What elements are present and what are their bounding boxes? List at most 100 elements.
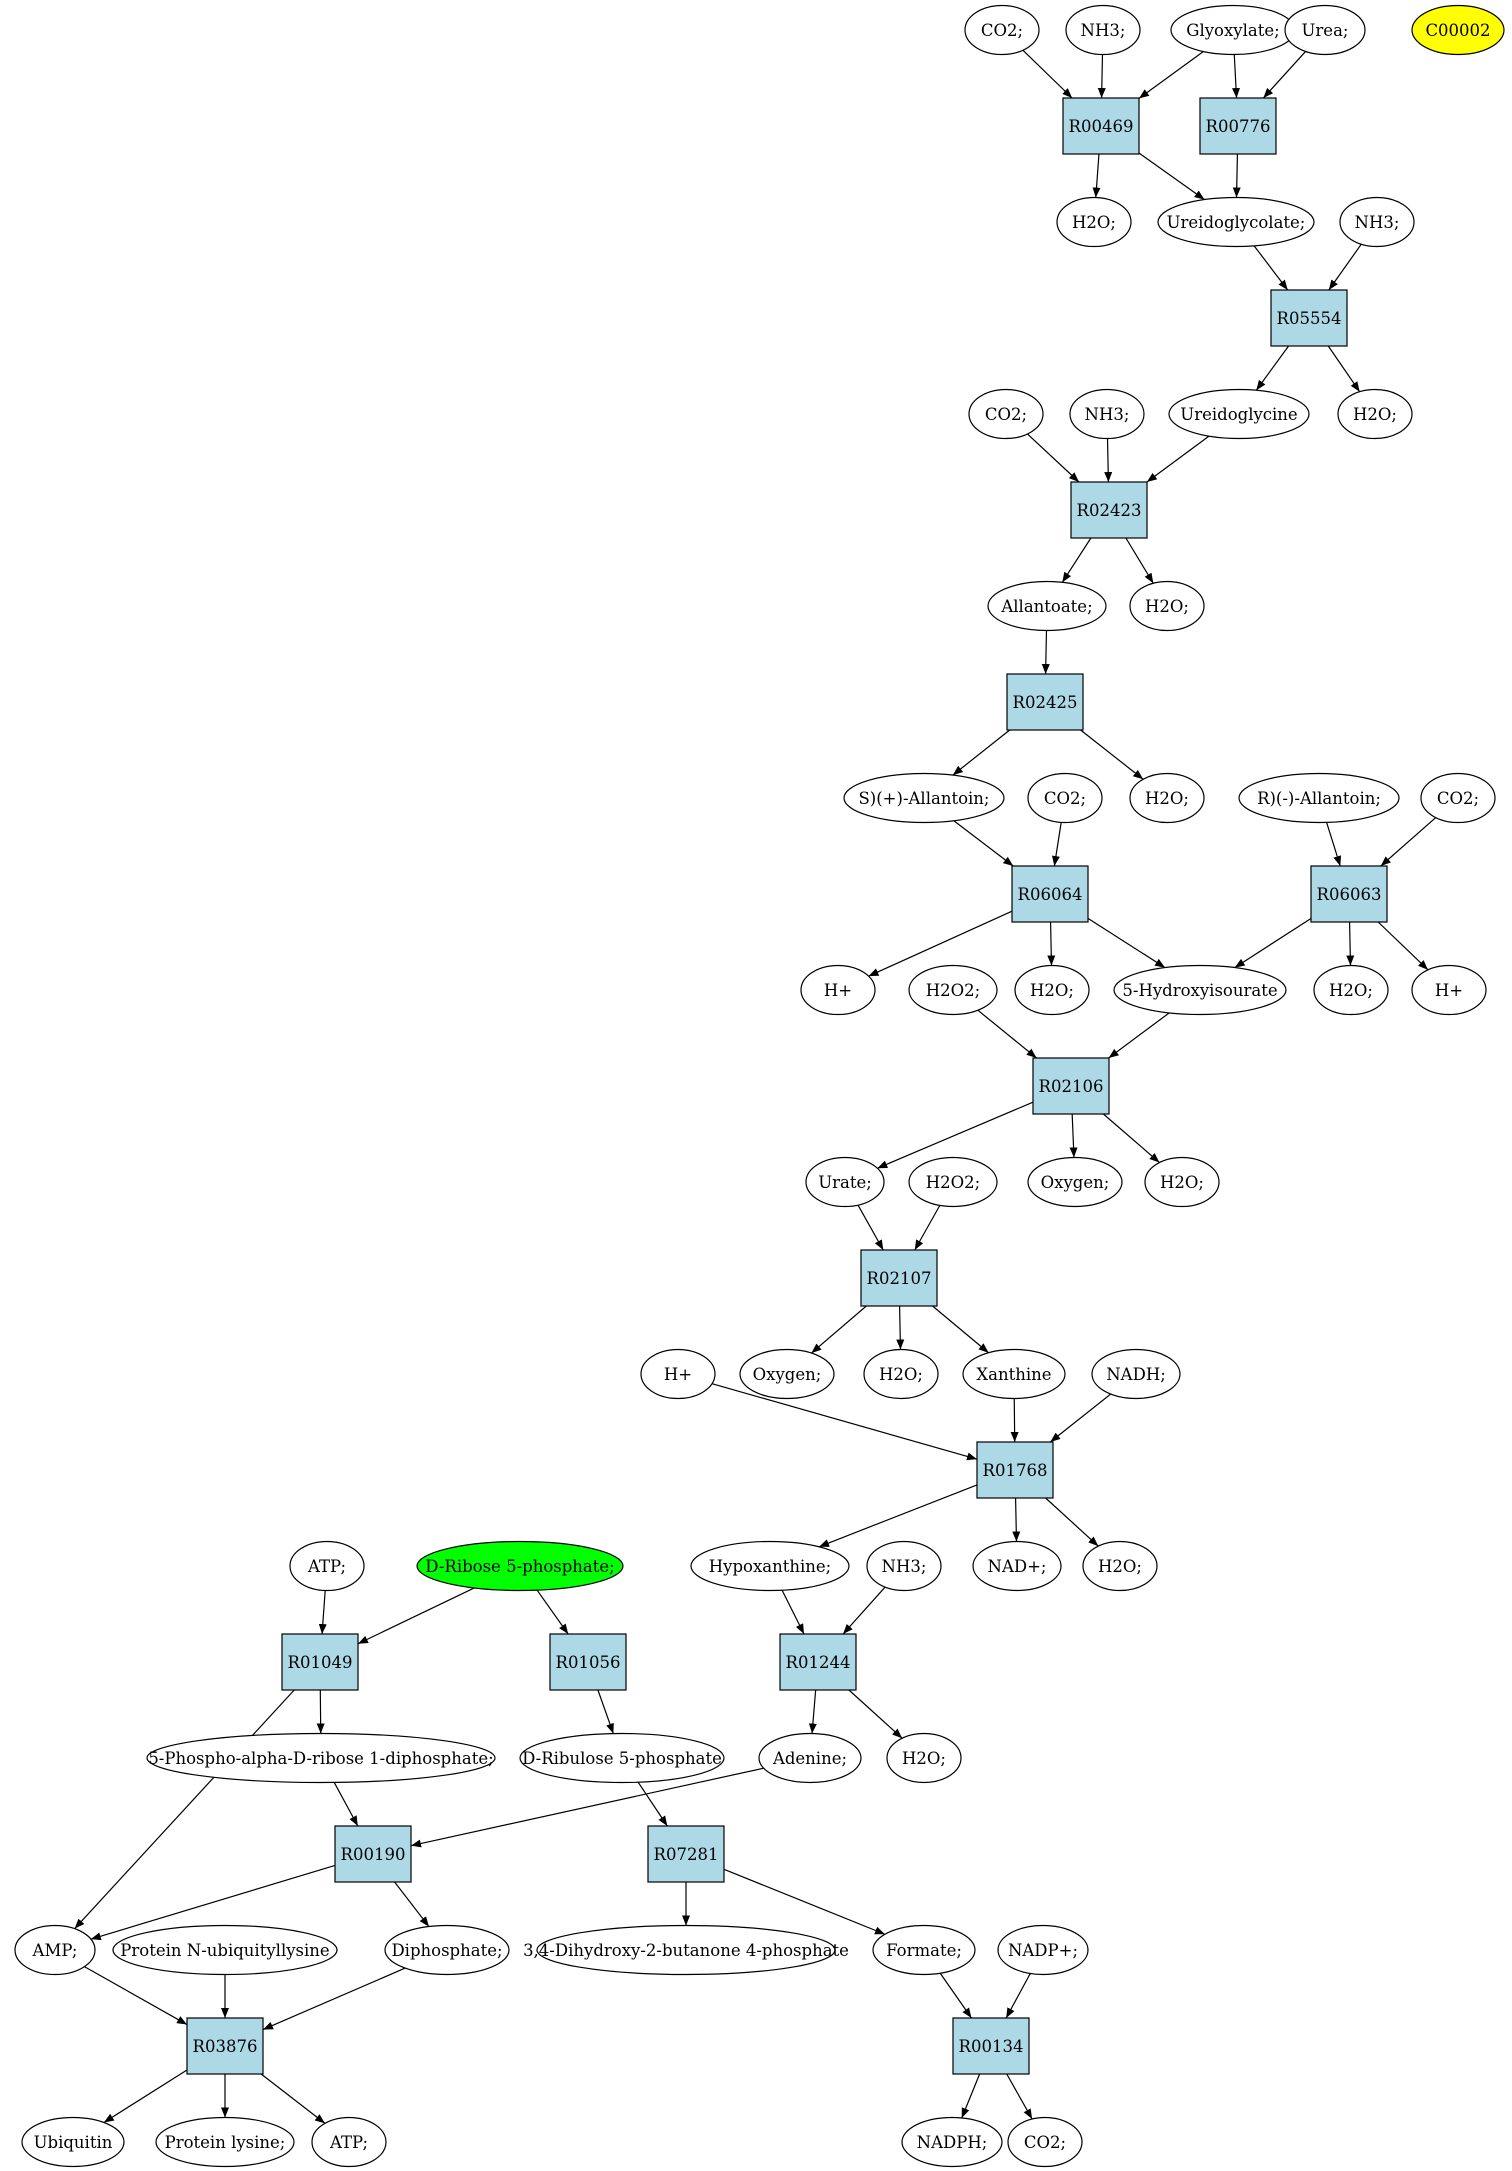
compound-node-c27[interactable]: H2O2; xyxy=(908,1156,998,1208)
compound-ellipse xyxy=(908,964,998,1016)
compound-node-c29[interactable]: H2O; xyxy=(1144,1156,1220,1208)
compound-node-c31[interactable]: Oxygen; xyxy=(739,1348,835,1400)
reaction-box xyxy=(1070,481,1148,539)
compound-node-c54[interactable]: NADPH; xyxy=(901,2116,1003,2168)
compound-node-c28[interactable]: Oxygen; xyxy=(1027,1156,1123,1208)
compound-node-c44[interactable]: H2O; xyxy=(886,1732,962,1784)
reaction-box xyxy=(952,2017,1030,2075)
edge-c11-to-r-R02423 xyxy=(1146,435,1210,483)
compound-node-c43[interactable]: Adenine; xyxy=(758,1732,862,1784)
compound-node-c41[interactable]: 5-Phospho-alpha-D-ribose 1-diphosphate; xyxy=(146,1732,496,1784)
compound-node-c15[interactable]: S)(+)-Allantoin; xyxy=(843,772,1005,824)
compound-ellipse xyxy=(112,1924,338,1976)
compound-node-c36[interactable]: D-Ribose 5-phosphate; xyxy=(416,1540,624,1592)
compound-node-c2[interactable]: NH3; xyxy=(1065,4,1141,56)
compound-label: 3,4-Dihydroxy-2-butanone 4-phosphate xyxy=(523,1941,849,1960)
reaction-node-R01244[interactable]: R01244 xyxy=(779,1633,857,1691)
edge-c26-to-r-R02107 xyxy=(857,1204,884,1251)
reaction-label: R00190 xyxy=(341,1845,406,1864)
compound-ellipse xyxy=(536,1924,836,1976)
reaction-node-R00134[interactable]: R00134 xyxy=(952,2017,1030,2075)
compound-node-c13[interactable]: Allantoate; xyxy=(987,580,1107,632)
edge-c16-to-r-R06064 xyxy=(1051,822,1062,867)
compound-node-c22[interactable]: H2O; xyxy=(1014,964,1090,1016)
reaction-box xyxy=(860,1249,938,1307)
reaction-node-R02106[interactable]: R02106 xyxy=(1032,1057,1110,1115)
compound-node-c8[interactable]: NH3; xyxy=(1339,196,1415,248)
compound-node-c18[interactable]: R)(-)-Allantoin; xyxy=(1238,772,1400,824)
compound-ellipse xyxy=(886,1732,962,1784)
reaction-node-R07281[interactable]: R07281 xyxy=(647,1825,725,1883)
compound-node-c24[interactable]: H2O; xyxy=(1313,964,1389,1016)
compound-node-c52[interactable]: Protein lysine; xyxy=(155,2116,295,2168)
reaction-node-R02107[interactable]: R02107 xyxy=(860,1249,938,1307)
compound-ellipse xyxy=(1113,964,1287,1016)
reaction-node-R05554[interactable]: R05554 xyxy=(1270,289,1348,347)
compound-node-c10[interactable]: NH3; xyxy=(1069,388,1145,440)
compound-node-c55[interactable]: CO2; xyxy=(1007,2116,1083,2168)
compound-node-c53[interactable]: ATP; xyxy=(311,2116,387,2168)
compound-node-c47[interactable]: Diphosphate; xyxy=(384,1924,510,1976)
compound-node-c21[interactable]: H2O2; xyxy=(908,964,998,1016)
reaction-node-R06064[interactable]: R06064 xyxy=(1011,865,1089,923)
compound-node-c49[interactable]: Formate; xyxy=(872,1924,976,1976)
compound-ellipse xyxy=(1337,388,1413,440)
edge-c1-to-r-R00469 xyxy=(1022,49,1073,99)
compound-node-c34[interactable]: NADH; xyxy=(1091,1348,1181,1400)
compound-ellipse xyxy=(519,1732,725,1784)
reaction-node-R02425[interactable]: R02425 xyxy=(1006,673,1084,731)
compound-node-c16[interactable]: CO2; xyxy=(1027,772,1103,824)
compound-node-c17[interactable]: H2O; xyxy=(1129,772,1205,824)
compound-node-c50[interactable]: NADP+; xyxy=(997,1924,1089,1976)
reaction-node-R01768[interactable]: R01768 xyxy=(976,1441,1054,1499)
compound-node-c14[interactable]: H2O; xyxy=(1129,580,1205,632)
reaction-node-R01049[interactable]: R01049 xyxy=(281,1633,359,1691)
compound-node-c26[interactable]: Urate; xyxy=(805,1156,885,1208)
compound-node-c5[interactable]: C00002 xyxy=(1411,4,1505,56)
compound-node-c35[interactable]: ATP; xyxy=(289,1540,365,1592)
compound-node-c45[interactable]: AMP; xyxy=(14,1924,96,1976)
compound-node-c11[interactable]: Ureidoglycine xyxy=(1168,388,1310,440)
reaction-node-R00469[interactable]: R00469 xyxy=(1062,97,1140,155)
compound-node-c9[interactable]: CO2; xyxy=(968,388,1044,440)
reaction-node-R03876[interactable]: R03876 xyxy=(186,2017,264,2075)
compound-node-c7[interactable]: Ureidoglycolate; xyxy=(1157,196,1315,248)
compound-node-c42[interactable]: D-Ribulose 5-phosphate xyxy=(519,1732,725,1784)
compound-node-c19[interactable]: CO2; xyxy=(1420,772,1496,824)
edge-r-R05554-to-c12 xyxy=(1327,345,1361,393)
compound-node-c20[interactable]: H+ xyxy=(800,964,876,1016)
compound-node-c4[interactable]: Urea; xyxy=(1284,4,1366,56)
compound-node-c1[interactable]: CO2; xyxy=(964,4,1040,56)
compound-node-c23[interactable]: 5-Hydroxyisourate xyxy=(1113,964,1287,1016)
compound-ellipse xyxy=(289,1540,365,1592)
reaction-node-R06063[interactable]: R06063 xyxy=(1310,865,1388,923)
edge-r-R02423-to-c14 xyxy=(1125,537,1154,584)
reaction-node-R00776[interactable]: R00776 xyxy=(1199,97,1277,155)
compound-node-c38[interactable]: NH3; xyxy=(866,1540,942,1592)
compound-node-c30[interactable]: H+ xyxy=(640,1348,716,1400)
reaction-label: R00134 xyxy=(959,2037,1024,2056)
reaction-node-R01056[interactable]: R01056 xyxy=(549,1633,627,1691)
reaction-node-R00190[interactable]: R00190 xyxy=(334,1825,412,1883)
edge-r-R06064-to-c22 xyxy=(1047,921,1056,966)
compound-node-c46[interactable]: Protein N-ubiquityllysine xyxy=(112,1924,338,1976)
compound-label: H+ xyxy=(1435,981,1463,1000)
compound-node-c37[interactable]: Hypoxanthine; xyxy=(690,1540,850,1592)
compound-label: H2O; xyxy=(1072,213,1116,232)
compound-node-c40[interactable]: H2O; xyxy=(1082,1540,1158,1592)
edge-r-R02106-to-c26 xyxy=(877,1101,1034,1169)
reaction-label: R02106 xyxy=(1039,1077,1104,1096)
compound-node-c33[interactable]: Xanthine xyxy=(962,1348,1066,1400)
compound-node-c32[interactable]: H2O; xyxy=(863,1348,939,1400)
reaction-node-R02423[interactable]: R02423 xyxy=(1070,481,1148,539)
compound-ellipse xyxy=(1014,964,1090,1016)
compound-node-c48[interactable]: 3,4-Dihydroxy-2-butanone 4-phosphate xyxy=(523,1924,849,1976)
edge-r-R01768-to-c39 xyxy=(1012,1497,1021,1542)
compound-node-c25[interactable]: H+ xyxy=(1411,964,1487,1016)
compound-node-c3[interactable]: Glyoxylate; xyxy=(1170,4,1296,56)
compound-node-c39[interactable]: NAD+; xyxy=(972,1540,1062,1592)
compound-node-c6[interactable]: H2O; xyxy=(1056,196,1132,248)
compound-node-c12[interactable]: H2O; xyxy=(1337,388,1413,440)
compound-node-c51[interactable]: Ubiquitin xyxy=(21,2116,125,2168)
reaction-box xyxy=(976,1441,1054,1499)
